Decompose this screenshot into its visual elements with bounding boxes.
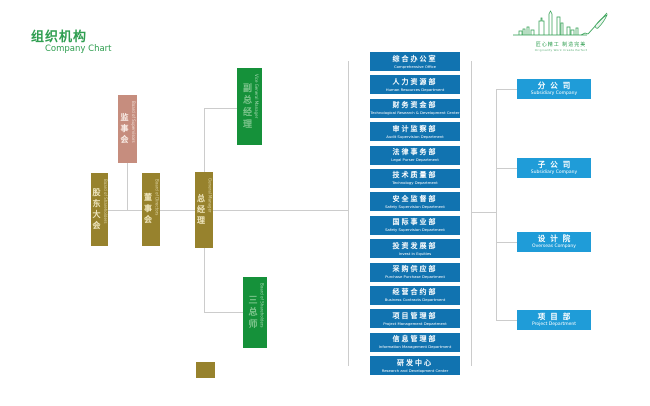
- departments-column: 综合办公室 Comprehensive Office 人力资源部 Human R…: [370, 52, 460, 379]
- dept-name-en: Project Management Department: [383, 320, 447, 326]
- dept-node: 财务资金部 Technological Research & Developme…: [370, 98, 460, 118]
- dept-name-en: Safety Supervision Department: [385, 203, 445, 209]
- node-label-en: Board of Supervisors: [131, 101, 136, 143]
- branch-name-en: Project Department: [531, 322, 577, 327]
- branch-name-en: Overseas Company: [532, 244, 576, 249]
- dept-node: 项目管理部 Project Management Department: [370, 309, 460, 329]
- dept-name-cn: 经营合约部: [392, 288, 438, 297]
- dept-name-en: Legal Purser Department: [391, 157, 439, 163]
- node-shareholders: 股东大会 Board of Shareholders: [91, 173, 108, 246]
- dept-node: 综合办公室 Comprehensive Office: [370, 52, 460, 71]
- dept-node: 审计监察部 Audit Supervision Department: [370, 122, 460, 142]
- branch-name-cn: 子公司: [537, 160, 576, 169]
- logo-slogan-en: Originality Work Create Perfect: [534, 48, 588, 52]
- dept-name-en: Audit Supervision Department: [386, 133, 444, 139]
- branch-node: 设计院 Overseas Company: [496, 232, 591, 252]
- page-title: 组织机构: [31, 30, 88, 45]
- branch-spine: [496, 89, 497, 320]
- dept-name-cn: 采购供应部: [392, 265, 438, 274]
- node-three-chiefs: 三总师 Board of Shareholders: [243, 277, 267, 348]
- dept-name-cn: 综合办公室: [392, 54, 438, 63]
- connector-line: [127, 163, 128, 210]
- dept-name-cn: 信息管理部: [392, 335, 438, 344]
- small-olive-box: [196, 362, 215, 378]
- dept-node: 投资发展部 Invest in Equities: [370, 239, 460, 259]
- dept-spine-left: [348, 61, 349, 366]
- dept-node: 技术质量部 Technology Department: [370, 168, 460, 188]
- dept-name-en: Human Resources Department: [385, 86, 445, 92]
- logo-slogan-cn: 匠心精工 制造完美: [535, 42, 587, 48]
- branch-name-cn: 项目部: [537, 312, 576, 321]
- company-logo: 匠心精工 制造完美 Originality Work Create Perfec…: [505, 8, 617, 52]
- branch-node: 分公司 Subsidiary Company: [496, 79, 591, 99]
- dept-name-cn: 安全监督部: [392, 194, 438, 203]
- dept-node: 法律事务部 Legal Purser Department: [370, 145, 460, 165]
- connector-line: [204, 108, 205, 172]
- connector-line: [108, 210, 142, 211]
- dept-name-en: Technological Research & Development Cen…: [370, 110, 460, 116]
- node-label-cn: 总经理: [196, 193, 206, 227]
- dept-name-en: Research and Development Center: [381, 367, 449, 373]
- branch-node: 子公司 Subsidiary Company: [496, 158, 591, 178]
- node-label-cn: 副总经理: [241, 82, 251, 131]
- dept-name-cn: 项目管理部: [392, 311, 438, 320]
- dept-name-en: Information Management Department: [378, 344, 452, 350]
- connector-line: [204, 312, 243, 313]
- node-label-en: Board of Shareholders: [103, 179, 108, 224]
- dept-name-en: Technology Department: [392, 180, 438, 186]
- node-label-cn: 董事会: [143, 193, 153, 226]
- dept-name-cn: 法律事务部: [392, 148, 438, 157]
- node-supervisors: 监事会 Board of Supervisors: [118, 95, 137, 163]
- dept-node: 安全监督部 Safety Supervision Department: [370, 192, 460, 212]
- dept-name-cn: 投资发展部: [392, 241, 438, 250]
- dept-node: 国际事业部 Safety Supervision Department: [370, 215, 460, 235]
- node-label-cn: 监事会: [120, 112, 129, 146]
- branch-node: 项目部 Project Department: [496, 310, 591, 330]
- dept-node: 信息管理部 Information Management Department: [370, 332, 460, 352]
- node-label-en: General Manager: [207, 178, 213, 213]
- connector-line: [160, 210, 195, 211]
- connector-line: [204, 248, 205, 312]
- dept-name-cn: 技术质量部: [392, 171, 438, 180]
- dept-name-en: Business Contracts Department: [384, 297, 446, 303]
- dept-name-cn: 人力资源部: [392, 77, 438, 86]
- node-label-en: Vice General Manager: [254, 74, 259, 119]
- dept-spine-right: [471, 61, 472, 366]
- dept-name-en: Comprehensive Office: [394, 63, 436, 69]
- node-general-manager: 总经理 General Manager: [195, 172, 213, 248]
- dept-node: 人力资源部 Human Resources Department: [370, 75, 460, 95]
- dept-node: 采购供应部 Purchase Purchase Department: [370, 262, 460, 282]
- branch-name-cn: 设计院: [537, 234, 576, 243]
- dept-name-en: Invest in Equities: [398, 250, 432, 256]
- node-label-en: Board of Shareholders: [259, 283, 265, 328]
- node-label-cn: 三总师: [246, 294, 257, 331]
- dept-name-en: Purchase Purchase Department: [385, 274, 445, 280]
- dept-node: 经营合约部 Business Contracts Department: [370, 285, 460, 305]
- dept-name-cn: 国际事业部: [392, 218, 438, 227]
- skyline-pen-icon: [513, 10, 608, 36]
- page-subtitle: Company Chart: [45, 44, 112, 54]
- node-label-cn: 股东大会: [92, 187, 101, 232]
- connector-line: [204, 108, 237, 109]
- connector-line: [213, 210, 348, 211]
- branch-name-en: Subsidiary Company: [530, 91, 578, 96]
- dept-node: 研发中心 Research and Development Center: [370, 356, 460, 376]
- branch-name-cn: 分公司: [537, 81, 576, 90]
- dept-name-en: Safety Supervision Department: [385, 227, 445, 233]
- dept-name-cn: 财务资金部: [392, 101, 438, 110]
- node-directors: 董事会 Board of Directors: [142, 173, 160, 246]
- dept-name-cn: 审计监察部: [392, 124, 438, 133]
- node-vice-general-manager: 副总经理 Vice General Manager: [237, 68, 262, 145]
- branch-name-en: Subsidiary Company: [530, 170, 578, 175]
- node-label-en: Board of Directors: [154, 179, 160, 216]
- dept-name-cn: 研发中心: [397, 358, 433, 367]
- connector-line: [471, 212, 496, 213]
